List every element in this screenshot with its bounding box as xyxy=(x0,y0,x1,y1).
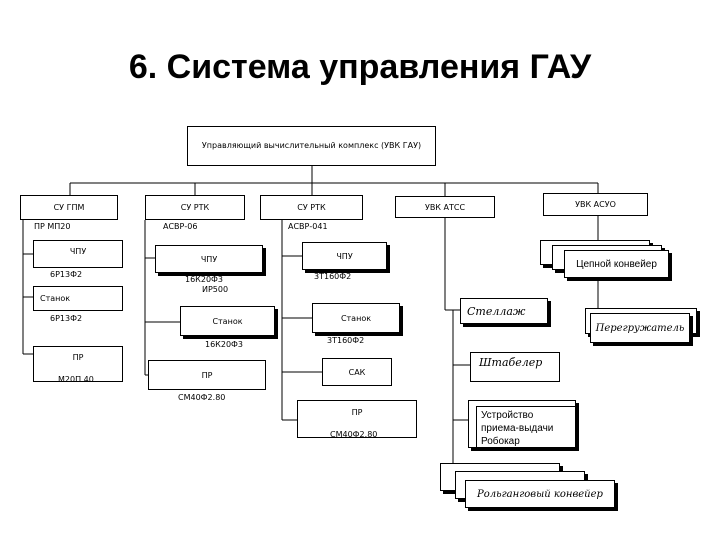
stacker-box: Штабелер xyxy=(470,352,560,382)
machine-label-2: Станок xyxy=(212,316,243,326)
roller-conveyor-label: Рольганговый конвейер xyxy=(477,488,603,500)
robot-label-2: ПР xyxy=(201,370,213,380)
su-gpm-label: СУ ГПМ xyxy=(53,203,85,212)
su-gpm-box: СУ ГПМ xyxy=(20,195,118,220)
uvk-gau-label: Управляющий вычислительный комплекс (УВК… xyxy=(201,141,422,150)
robot-box-1: ПР xyxy=(33,346,123,382)
robot-sub-2: СМ40Ф2.80 xyxy=(178,393,226,402)
rack-box: Стеллаж xyxy=(460,298,548,324)
machine-sub-1: 6Р13Ф2 xyxy=(50,314,83,323)
cnc-sub-2b: ИР500 xyxy=(202,285,229,294)
su-rtk-label-2: СУ РТК xyxy=(297,203,326,212)
su-rtk-sub-1: АСВР-06 xyxy=(163,222,198,231)
rack-label: Стеллаж xyxy=(467,304,526,318)
cnc-label-2: ЧПУ xyxy=(200,254,218,264)
machine-sub-2: 16К20Ф3 xyxy=(205,340,244,349)
transfer-label: Перегружатель xyxy=(595,322,685,334)
robot-box-2: ПР xyxy=(148,360,266,390)
uvk-gau-box: Управляющий вычислительный комплекс (УВК… xyxy=(187,126,436,166)
machine-box-2: Станок xyxy=(180,306,275,336)
cnc-box-2: ЧПУ xyxy=(155,245,263,273)
loader-box: Устройство приема-выдачи Робокар xyxy=(476,406,576,448)
su-gpm-sub: ПР МП20 xyxy=(34,222,71,231)
uvk-atss-label: УВК АТСС xyxy=(424,202,466,212)
uvk-asuo-box: УВК АСУО xyxy=(543,193,648,216)
transfer-box: Перегружатель xyxy=(590,313,690,343)
robot-label-3: ПР xyxy=(351,408,363,417)
machine-label-3: Станок xyxy=(340,313,372,323)
machine-box-1: Станок xyxy=(33,286,123,311)
machine-sub-3: 3Т160Ф2 xyxy=(327,336,365,345)
page-title: 6. Система управления ГАУ xyxy=(128,48,592,86)
cnc-label-1: ЧПУ xyxy=(69,247,87,256)
cnc-sub-1: 6Р13Ф2 xyxy=(50,270,83,279)
robot-sub-3: СМ40Ф2.80 xyxy=(330,430,378,439)
loader-label: Устройство приема-выдачи Робокар xyxy=(481,410,554,447)
machine-box-3: Станок xyxy=(312,303,400,333)
uvk-asuo-label: УВК АСУО xyxy=(575,200,616,209)
stacker-label: Штабелер xyxy=(479,356,543,369)
cnc-label-3: ЧПУ xyxy=(336,251,353,261)
chain-conveyor-box: Цепной конвейер xyxy=(564,250,669,278)
robot-box-3: ПР xyxy=(297,400,417,438)
su-rtk-label-1: СУ РТК xyxy=(180,203,210,212)
roller-conveyor-box: Рольганговый конвейер xyxy=(465,480,615,508)
uvk-atss-box: УВК АТСС xyxy=(395,196,495,218)
cnc-box-1: ЧПУ xyxy=(33,240,123,268)
machine-label-1: Станок xyxy=(40,294,71,303)
su-rtk-sub-2: АСВР-041 xyxy=(288,222,328,231)
sak-label: САК xyxy=(348,367,366,377)
cnc-box-3: ЧПУ xyxy=(302,242,387,270)
robot-label-1: ПР xyxy=(72,353,84,362)
robot-sub-1: М20П.40 xyxy=(58,375,94,384)
cnc-sub-2: 16К20Ф3 xyxy=(185,275,224,284)
cnc-sub-3: 3Т160Ф2 xyxy=(314,272,352,281)
su-rtk-box-2: СУ РТК xyxy=(260,195,363,220)
chain-conveyor-label: Цепной конвейер xyxy=(576,258,657,270)
su-rtk-box-1: СУ РТК xyxy=(145,195,245,220)
sak-box: САК xyxy=(322,358,392,386)
